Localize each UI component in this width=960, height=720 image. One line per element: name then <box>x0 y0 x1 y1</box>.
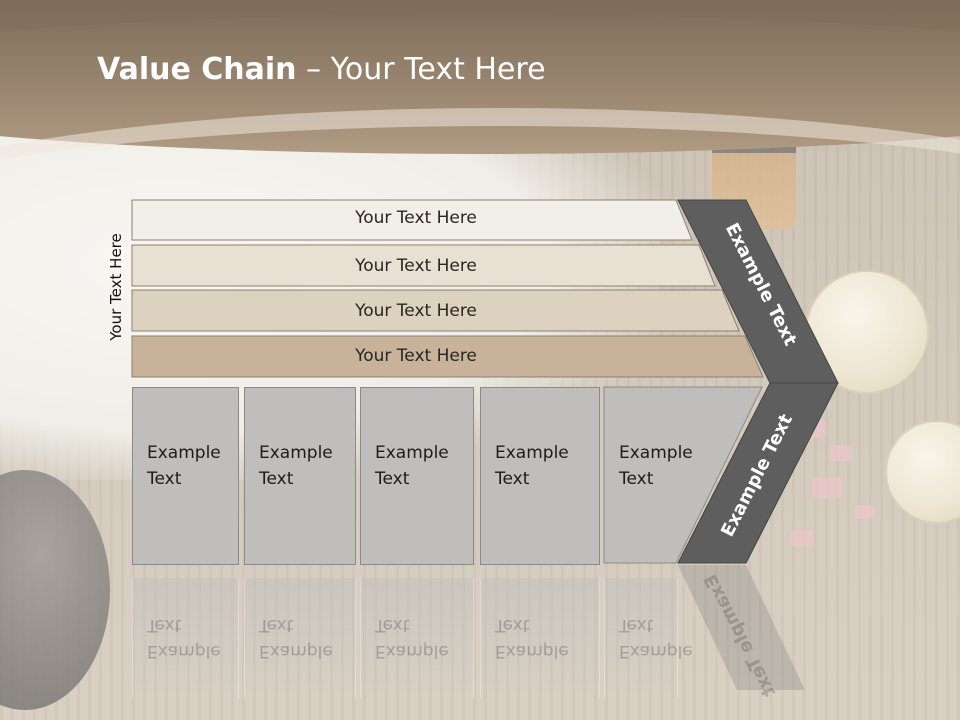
box-reflection: Example Text <box>604 578 693 698</box>
box-reflection-label: Example Text <box>375 615 449 661</box>
row-label: Your Text Here <box>355 346 477 366</box>
box-reflection: Example Text <box>244 578 356 698</box>
activity-box-label: Example Text <box>375 443 449 489</box>
rattan-ball-image <box>885 420 960 524</box>
box-reflection: Example Text <box>480 578 600 698</box>
chevron-reflection <box>678 565 805 690</box>
activity-box-label: Example Text <box>619 443 693 489</box>
box-reflection-label: Example Text <box>495 615 569 661</box>
activity-box: Example Text <box>360 387 474 565</box>
box-reflection-label: Example Text <box>619 615 693 661</box>
box-reflection: Example Text <box>132 578 239 698</box>
box-arrow-shape <box>603 386 763 564</box>
row-bar <box>131 289 740 332</box>
activity-box-label: Example Text <box>147 443 221 489</box>
row-bar <box>131 335 764 378</box>
activity-box-arrow: Example Text <box>604 387 693 565</box>
activity-box: Example Text <box>132 387 239 565</box>
row-label: Your Text Here <box>355 208 477 228</box>
row-bar <box>131 199 693 241</box>
row-bar <box>131 244 716 287</box>
box-reflection-label: Example Text <box>147 615 221 661</box>
bath-salt-image <box>855 505 875 519</box>
row-label: Your Text Here <box>355 301 477 321</box>
bath-salt-image <box>812 478 842 498</box>
chevron-lower <box>677 382 839 564</box>
activity-box: Example Text <box>480 387 600 565</box>
activity-box-label: Example Text <box>495 443 569 489</box>
box-reflection: Example Text <box>360 578 474 698</box>
bath-salt-image <box>790 530 814 546</box>
slide-title: Value Chain – Your Text Here <box>97 52 546 87</box>
title-bold: Value Chain <box>97 52 297 87</box>
row-label: Your Text Here <box>355 256 477 276</box>
bath-salt-image <box>830 445 852 461</box>
activity-box-label: Example Text <box>259 443 333 489</box>
activity-box: Example Text <box>244 387 356 565</box>
box-reflection-label: Example Text <box>259 615 333 661</box>
title-rest: – Your Text Here <box>296 52 546 87</box>
